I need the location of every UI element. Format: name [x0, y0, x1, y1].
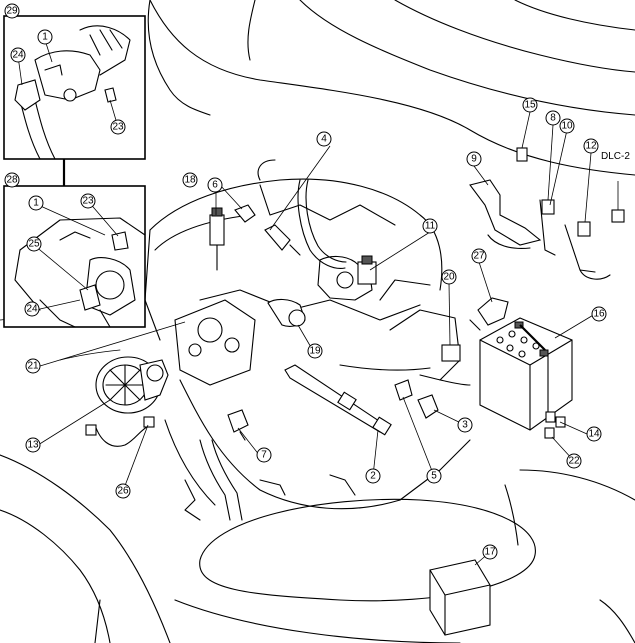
svg-text:8: 8	[550, 113, 556, 124]
callout-18: 18	[182, 172, 198, 188]
callout-inset29-24: 24	[10, 47, 26, 63]
svg-text:13: 13	[27, 440, 39, 451]
svg-text:24: 24	[26, 304, 38, 315]
svg-text:20: 20	[443, 272, 455, 283]
svg-text:10: 10	[561, 121, 573, 132]
callout-11: 11	[422, 218, 438, 234]
callout-28: 28	[4, 172, 20, 188]
callout-inset28-23: 23	[80, 193, 96, 209]
svg-text:1: 1	[33, 198, 39, 209]
callout-8: 8	[545, 110, 561, 126]
callout-6: 6	[207, 177, 223, 193]
callout-26: 26	[115, 483, 131, 499]
inset-28	[3, 185, 146, 328]
svg-text:3: 3	[462, 420, 468, 431]
callout-29: 29	[4, 3, 20, 19]
svg-text:1: 1	[42, 32, 48, 43]
callout-12: 12	[583, 138, 599, 154]
callout-22: 22	[566, 453, 582, 469]
callout-15: 15	[522, 97, 538, 113]
svg-text:27: 27	[473, 251, 485, 262]
svg-text:2: 2	[370, 471, 376, 482]
pcm-module	[429, 559, 491, 636]
callout-21: 21	[25, 358, 41, 374]
callout-16: 16	[591, 306, 607, 322]
svg-text:5: 5	[431, 471, 437, 482]
svg-text:6: 6	[212, 180, 218, 191]
callout-5: 5	[426, 468, 442, 484]
svg-text:18: 18	[184, 175, 196, 186]
callout-2: 2	[365, 468, 381, 484]
svg-text:28: 28	[6, 175, 18, 186]
callout-inset28-24: 24	[24, 301, 40, 317]
svg-text:11: 11	[425, 221, 436, 232]
svg-text:17: 17	[484, 547, 496, 558]
svg-text:14: 14	[588, 429, 600, 440]
svg-text:7: 7	[261, 450, 267, 461]
engine-assembly	[144, 159, 509, 521]
svg-text:23: 23	[82, 196, 94, 207]
connector-7	[227, 409, 249, 441]
svg-text:25: 25	[28, 239, 40, 250]
callout-inset28-25: 25	[26, 236, 42, 252]
callout-4: 4	[316, 131, 332, 147]
svg-text:21: 21	[27, 361, 39, 372]
callout-9: 9	[466, 151, 482, 167]
alternator	[85, 356, 169, 447]
callout-inset29-23: 23	[110, 119, 126, 135]
callout-19: 19	[307, 343, 323, 359]
callout-inset29-1: 1	[37, 29, 53, 45]
callout-27: 27	[471, 248, 487, 264]
callout-7: 7	[256, 447, 272, 463]
svg-text:15: 15	[524, 100, 536, 111]
svg-text:23: 23	[112, 122, 124, 133]
callout-13: 13	[25, 437, 41, 453]
callout-14: 14	[586, 426, 602, 442]
callout-inset28-1: 1	[28, 195, 44, 211]
svg-text:29: 29	[6, 6, 18, 17]
dlc-2-label: DLC-2	[601, 151, 630, 162]
callout-20: 20	[441, 269, 457, 285]
svg-text:22: 22	[568, 456, 580, 467]
callout-10: 10	[559, 118, 575, 134]
callout-17: 17	[482, 544, 498, 560]
svg-text:4: 4	[321, 134, 327, 145]
callouts: 29 1 24 23 28 1 23 25 24 1 2 3 4 5	[4, 3, 607, 560]
callout-3: 3	[457, 417, 473, 433]
svg-text:9: 9	[471, 154, 477, 165]
svg-text:16: 16	[593, 309, 605, 320]
inset-29	[3, 15, 146, 160]
svg-text:12: 12	[585, 141, 597, 152]
svg-text:26: 26	[117, 486, 129, 497]
relay-bracket	[469, 147, 625, 439]
svg-text:24: 24	[12, 50, 24, 61]
battery	[479, 317, 573, 431]
svg-text:19: 19	[309, 346, 321, 357]
